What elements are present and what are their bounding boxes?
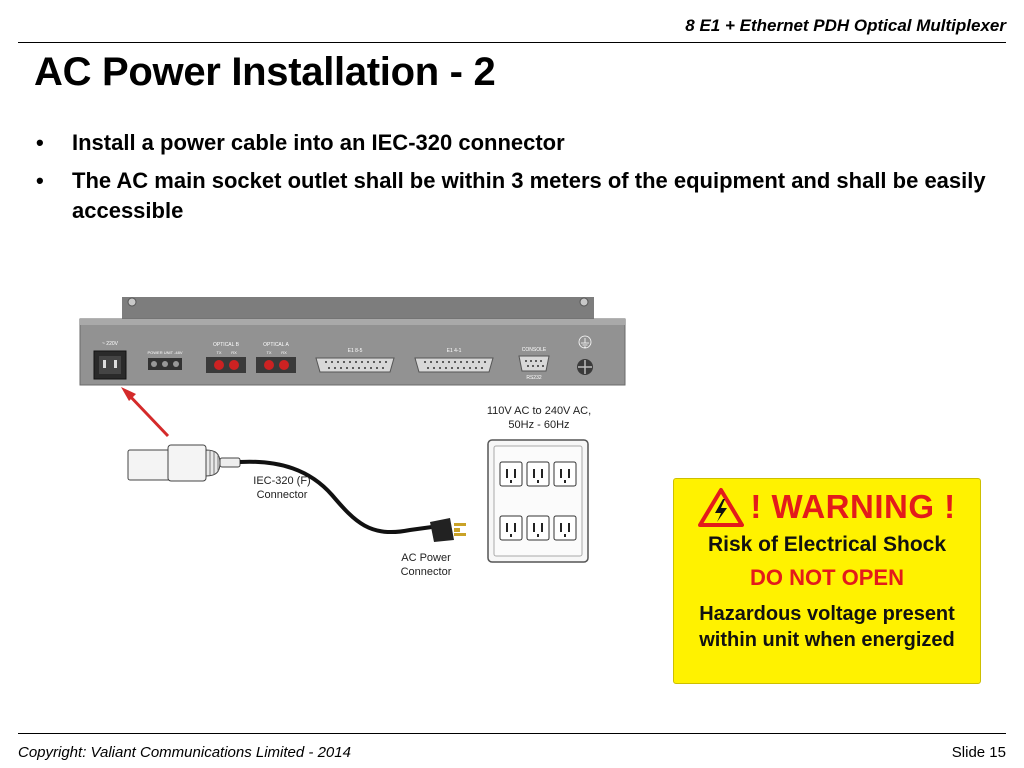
- bullet-symbol: •: [36, 168, 44, 193]
- console-label: CONSOLE: [522, 347, 547, 353]
- ac-connector-label: AC Power: [401, 552, 451, 564]
- tx-label: TX: [266, 350, 271, 355]
- rx-label: RX: [281, 350, 287, 355]
- bullet-item: • Install a power cable into an IEC-320 …: [34, 128, 994, 158]
- header-title: 8 E1 + Ethernet PDH Optical Multiplexer: [685, 16, 1006, 35]
- installation-diagram: ~ 220V POWER UNIT -48V OPTICAL B TX RX O…: [79, 297, 626, 578]
- warning-shock-text: Risk of Electrical Shock: [707, 533, 947, 556]
- optical-b-port: OPTICAL B TX RX: [206, 342, 246, 373]
- power-cable: [239, 459, 433, 535]
- high-voltage-triangle-icon: [698, 488, 745, 527]
- outlet-spec-label-2: 50Hz - 60Hz: [508, 419, 569, 431]
- iec-connector-plug: [127, 444, 241, 482]
- e1-8-5-label: E1 8-5: [348, 348, 363, 354]
- optical-a-port: OPTICAL A TX RX: [256, 342, 296, 373]
- socket-row-bottom: [499, 515, 577, 541]
- optical-b-label: OPTICAL B: [213, 342, 240, 348]
- slide-number: Slide 15: [951, 744, 1006, 761]
- ground-icon: [577, 335, 593, 375]
- ac-power-plug: [430, 518, 466, 542]
- power-label: ~ 220V: [102, 341, 119, 347]
- footer-copyright: Copyright: Valiant Communications Limite…: [18, 744, 351, 761]
- insert-arrow: [121, 387, 170, 438]
- bullet-text: The AC main socket outlet shall be withi…: [72, 168, 986, 223]
- rx-label: RX: [231, 350, 237, 355]
- iec-inlet: ~ 220V: [93, 341, 127, 380]
- rs232-label: RS232: [526, 375, 542, 381]
- e1-8-5-port: E1 8-5: [315, 348, 395, 373]
- tx-label: TX: [216, 350, 221, 355]
- power-unit-label: POWER UNIT -48V: [147, 350, 182, 355]
- console-port: CONSOLE RS232: [518, 347, 550, 381]
- power-unit-terminal: POWER UNIT -48V: [147, 350, 183, 370]
- header-divider: [18, 42, 1006, 43]
- warning-hazard-text: Hazardous voltage present within unit wh…: [674, 601, 980, 653]
- outlet-spec-label: 110V AC to 240V AC,: [487, 405, 591, 417]
- footer-divider: [18, 733, 1006, 734]
- wall-outlet: [487, 439, 589, 563]
- ac-connector-label-2: Connector: [401, 566, 452, 578]
- warning-hazard-line-1: Hazardous voltage present: [699, 603, 955, 625]
- e1-4-1-label: E1 4-1: [447, 348, 462, 354]
- slide-title: AC Power Installation - 2: [34, 50, 496, 94]
- warning-do-not-open-text: DO NOT OPEN: [749, 565, 904, 590]
- warning-title: ! WARNING !: [750, 488, 956, 525]
- warning-sign: ! WARNING ! Risk of Electrical Shock DO …: [673, 478, 981, 684]
- socket-row-top: [499, 461, 577, 487]
- e1-4-1-port: E1 4-1: [414, 348, 494, 373]
- iec-connector-label: IEC-320 (F): [253, 475, 310, 487]
- warning-header: ! WARNING !: [674, 487, 980, 527]
- bullet-list: • Install a power cable into an IEC-320 …: [34, 128, 994, 234]
- bullet-symbol: •: [36, 130, 44, 155]
- iec-connector-label-2: Connector: [257, 489, 308, 501]
- bullet-item: • The AC main socket outlet shall be wit…: [34, 166, 994, 226]
- device-rear-panel: [79, 297, 626, 386]
- bullet-text: Install a power cable into an IEC-320 co…: [72, 130, 565, 155]
- warning-hazard-line-2: within unit when energized: [699, 629, 955, 651]
- optical-a-label: OPTICAL A: [263, 342, 289, 348]
